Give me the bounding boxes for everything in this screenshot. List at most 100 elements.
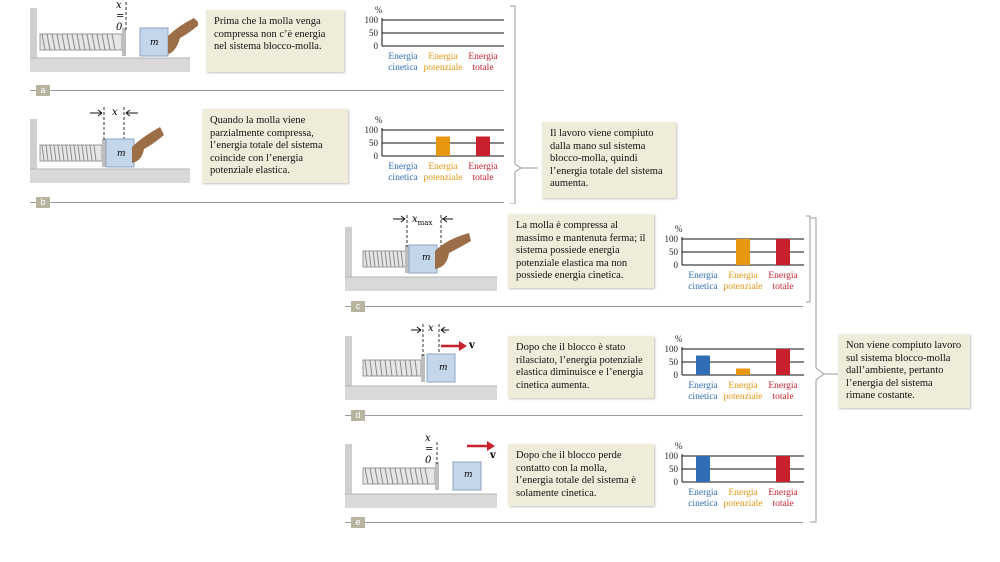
category-label: cinetica [688, 499, 718, 509]
category-label: Energia [688, 271, 718, 281]
category-label: totale [472, 63, 493, 73]
tick-label: 100 [665, 234, 679, 244]
tick-label: 50 [669, 247, 679, 257]
brace-work [510, 5, 538, 204]
axis-unit-label: % [675, 334, 683, 344]
mass-label: m [150, 38, 159, 48]
spring-block-scene [345, 441, 497, 508]
category-label: Energia [728, 271, 758, 281]
spring-icon [39, 33, 123, 51]
spring-block-scene [30, 2, 198, 72]
position-label: x = 0 [116, 0, 125, 33]
tick-label: 50 [669, 464, 679, 474]
category-label: cinetica [388, 63, 418, 73]
mass-label: m [464, 470, 473, 480]
tick-label: 0 [674, 477, 679, 487]
bar-potential [736, 368, 750, 375]
spring-icon [362, 359, 422, 377]
brace-c-bracket [806, 215, 811, 303]
energy-chart-b: %100500EnergiacineticaEnergiapotenzialeE… [365, 115, 504, 183]
category-label: potenziale [723, 282, 762, 292]
energy-chart-e: %100500EnergiacineticaEnergiapotenzialeE… [665, 441, 804, 509]
category-label: totale [772, 282, 793, 292]
mass-label: m [439, 363, 448, 373]
hand-icon [435, 233, 471, 269]
category-label: Energia [768, 488, 798, 498]
energy-chart-a: %100500EnergiacineticaEnergiapotenzialeE… [365, 5, 504, 73]
energy-chart-c: %100500EnergiacineticaEnergiapotenzialeE… [665, 224, 804, 292]
block-mass [452, 461, 482, 491]
hand-icon [132, 127, 164, 163]
category-label: potenziale [423, 63, 462, 73]
category-label: totale [472, 173, 493, 183]
tick-label: 50 [369, 138, 379, 148]
bar-potential [736, 239, 750, 265]
axis-unit-label: % [375, 115, 383, 125]
category-label: Energia [468, 162, 498, 172]
category-label: Energia [728, 381, 758, 391]
separator-d [345, 415, 803, 416]
mass-label: m [422, 253, 431, 263]
category-label: Energia [768, 381, 798, 391]
velocity-arrow-icon [467, 441, 495, 451]
category-label: Energia [468, 52, 498, 62]
tick-label: 0 [374, 151, 379, 161]
separator-a [30, 90, 504, 91]
tick-label: 100 [665, 344, 679, 354]
category-label: potenziale [723, 499, 762, 509]
velocity-label: v [469, 340, 475, 351]
velocity-label: v [490, 450, 496, 461]
step-label-a: a [36, 85, 50, 96]
bar-total [776, 349, 790, 375]
block-mass [105, 138, 135, 168]
velocity-arrow-icon [441, 341, 467, 351]
category-label: totale [772, 499, 793, 509]
category-label: cinetica [388, 173, 418, 183]
block-mass [426, 353, 456, 383]
axis-unit-label: % [375, 5, 383, 15]
tick-label: 100 [665, 451, 679, 461]
category-label: cinetica [688, 392, 718, 402]
category-label: Energia [688, 488, 718, 498]
spring-block-scene [30, 107, 190, 183]
bar-total [776, 239, 790, 265]
separator-e [345, 522, 803, 523]
spring-icon [362, 467, 436, 485]
category-label: Energia [428, 52, 458, 62]
callout-panel-d: Dopo che il blocco è stato rilasciato, l… [508, 336, 654, 398]
callout-panel-b: Quando la molla viene parzialmente compr… [202, 109, 348, 183]
separator-c [345, 306, 803, 307]
spring-block-scene [345, 324, 497, 400]
callout-panel-a: Prima che la molla venga compressa non c… [206, 10, 344, 72]
step-label-d: d [351, 410, 365, 421]
bar-total [776, 456, 790, 482]
category-label: Energia [688, 381, 718, 391]
category-label: potenziale [423, 173, 462, 183]
axis-unit-label: % [675, 441, 683, 451]
spring-icon [39, 144, 103, 162]
hand-icon [168, 18, 198, 54]
bar-total [476, 136, 490, 156]
tick-label: 50 [369, 28, 379, 38]
category-label: Energia [428, 162, 458, 172]
spring-icon [362, 250, 408, 268]
tick-label: 0 [374, 41, 379, 51]
step-label-e: e [351, 517, 365, 528]
callout-work-done: Il lavoro viene compiuto dalla mano sul … [542, 122, 676, 198]
tick-label: 0 [674, 260, 679, 270]
bar-kinetic [696, 456, 710, 482]
brace-no-work [810, 217, 838, 523]
callout-panel-c: La molla è compressa al massimo e manten… [508, 214, 654, 288]
category-label: totale [772, 392, 793, 402]
tick-label: 50 [669, 357, 679, 367]
spring-block-scene [345, 215, 497, 291]
category-label: Energia [388, 52, 418, 62]
bar-kinetic [696, 355, 710, 375]
step-label-c: c [351, 301, 365, 312]
energy-chart-d: %100500EnergiacineticaEnergiapotenzialeE… [665, 334, 804, 402]
step-label-b: b [36, 197, 50, 208]
bar-potential [436, 136, 450, 156]
tick-label: 100 [365, 125, 379, 135]
tick-label: 0 [674, 370, 679, 380]
category-label: potenziale [723, 392, 762, 402]
